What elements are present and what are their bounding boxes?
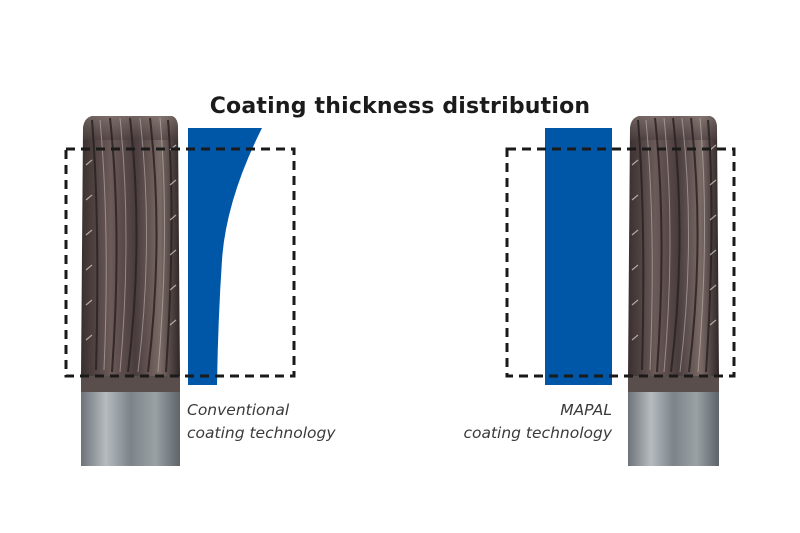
right-inspection-frame xyxy=(505,147,736,378)
mapal-coating-profile xyxy=(545,128,612,385)
conventional-caption: Conventional coating technology xyxy=(187,399,336,445)
diagram-title: Coating thickness distribution xyxy=(209,94,591,119)
right-tool-icon xyxy=(628,116,719,466)
left-tool-icon xyxy=(81,116,180,466)
mapal-caption-line1: MAPAL xyxy=(560,401,612,419)
conventional-caption-line1: Conventional xyxy=(187,401,290,419)
mapal-caption: MAPAL coating technology xyxy=(463,399,612,445)
left-inspection-frame xyxy=(64,147,296,378)
mapal-caption-line2: coating technology xyxy=(463,424,612,442)
conventional-coating-profile xyxy=(188,128,262,385)
conventional-caption-line2: coating technology xyxy=(187,424,336,442)
